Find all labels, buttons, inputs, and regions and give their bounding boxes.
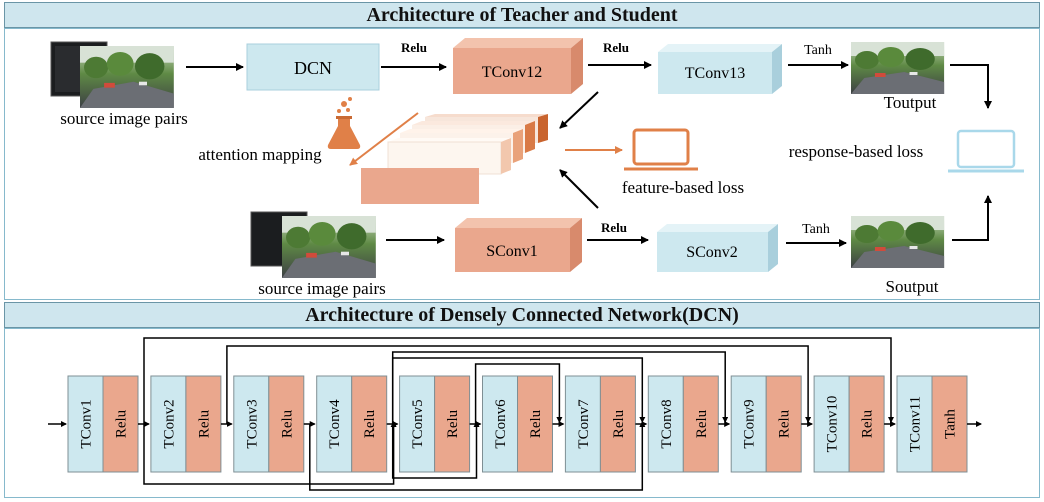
dcn-skip-connection: [226, 345, 812, 424]
dcn-conv-label: TConv5: [410, 399, 426, 448]
dcn-box: DCN: [246, 43, 380, 91]
sconv1-box: SConv1: [455, 218, 582, 272]
relu-label-3: Relu: [601, 220, 627, 235]
dcn-act-block: [682, 375, 719, 473]
dcn-conv-block: [316, 375, 353, 473]
dcn-act-label: Relu: [528, 409, 544, 438]
dcn-conv-block: [564, 375, 601, 473]
dcn-diagram: TConv1 Relu TConv2 Relu TConv3 Relu TConv4 Relu…: [48, 337, 982, 491]
arrow-soutput-to-loss: [952, 195, 992, 241]
dcn-act-block: [434, 375, 471, 473]
dcn-act-label: Relu: [279, 409, 295, 438]
dcn-act-label: Relu: [114, 409, 130, 438]
dcn-skip-connection: [309, 421, 646, 491]
feature-map-stack: [361, 114, 548, 204]
dcn-skip-connection: [391, 421, 480, 479]
dcn-act-label: Relu: [196, 409, 212, 438]
dcn-conv-block: [813, 375, 850, 473]
laptop-outline-icon: [948, 129, 1024, 173]
dcn-conv-label: TConv7: [576, 399, 592, 449]
arrow-attention: [349, 112, 419, 166]
dcn-act-block: [765, 375, 802, 473]
tanh-label-student: Tanh: [802, 222, 830, 237]
dcn-conv-block: [233, 375, 270, 473]
dcn-skip-connection: [143, 421, 397, 485]
tconv13-label: TConv13: [685, 65, 745, 82]
relu-label-2: Relu: [603, 40, 629, 55]
student-source-label: source image pairs: [258, 279, 385, 298]
dcn-conv-block: [67, 375, 104, 473]
teacher-source-image-color: [80, 46, 174, 108]
tconv12-box: TConv12: [453, 38, 583, 94]
dcn-conv-label: TConv4: [327, 399, 343, 449]
tconv13-box: TConv13: [658, 44, 782, 94]
dcn-act-block: [517, 375, 553, 473]
sconv1-label: SConv1: [486, 243, 538, 260]
arrow-student-to-features: [559, 169, 599, 209]
teacher-source-label: source image pairs: [60, 109, 187, 128]
dcn-act-block: [931, 375, 968, 473]
dcn-conv-block: [150, 375, 187, 473]
dcn-act-label: Relu: [860, 409, 876, 438]
dcn-act-block: [599, 375, 636, 473]
student-source-image-color: [282, 216, 376, 278]
dcn-conv-label: TConv9: [742, 399, 758, 448]
tanh-label-teacher: Tanh: [804, 43, 832, 58]
dcn-skip-connection: [143, 337, 894, 424]
dcn-act-label: Tanh: [943, 409, 959, 439]
laptop-icon: [624, 128, 698, 171]
dcn-conv-label: TConv2: [161, 399, 177, 448]
toutput-image: [851, 42, 945, 94]
arrow-toutput-to-loss: [950, 64, 992, 109]
dcn-conv-label: TConv8: [659, 399, 675, 448]
feature-loss-label: feature-based loss: [622, 178, 744, 197]
soutput-image: [851, 216, 945, 268]
flask-icon: [327, 97, 361, 149]
dcn-act-block: [102, 375, 139, 473]
arrow-teacher-to-features: [559, 91, 599, 129]
dcn-act-label: Relu: [362, 409, 378, 438]
dcn-conv-label: TConv10: [825, 396, 841, 453]
bottom-section-title: Architecture of Densely Connected Networ…: [4, 302, 1040, 328]
dcn-conv-label: TConv1: [79, 399, 95, 448]
relu-label-1: Relu: [401, 40, 427, 55]
response-loss-label: response-based loss: [789, 142, 924, 161]
tconv12-label: TConv12: [482, 64, 542, 81]
dcn-act-label: Relu: [694, 409, 710, 438]
toutput-label: Toutput: [884, 93, 937, 112]
dcn-act-label: Relu: [777, 409, 793, 438]
dcn-act-label: Relu: [611, 409, 627, 438]
top-section-title: Architecture of Teacher and Student: [4, 2, 1040, 28]
sconv2-box: SConv2: [657, 224, 778, 272]
dcn-act-block: [848, 375, 885, 473]
dcn-conv-label: TConv3: [244, 399, 260, 448]
dcn-act-label: Relu: [445, 409, 461, 438]
dcn-label: DCN: [294, 58, 332, 78]
dcn-conv-label: TConv11: [908, 396, 924, 452]
dcn-skip-connection: [474, 363, 563, 424]
sconv2-label: SConv2: [686, 244, 738, 261]
attention-mapping-label: attention mapping: [198, 145, 322, 164]
soutput-label: Soutput: [886, 277, 939, 296]
dcn-conv-label: TConv6: [493, 399, 509, 449]
dcn-skip-connection: [391, 357, 646, 424]
dcn-act-block: [351, 375, 388, 473]
